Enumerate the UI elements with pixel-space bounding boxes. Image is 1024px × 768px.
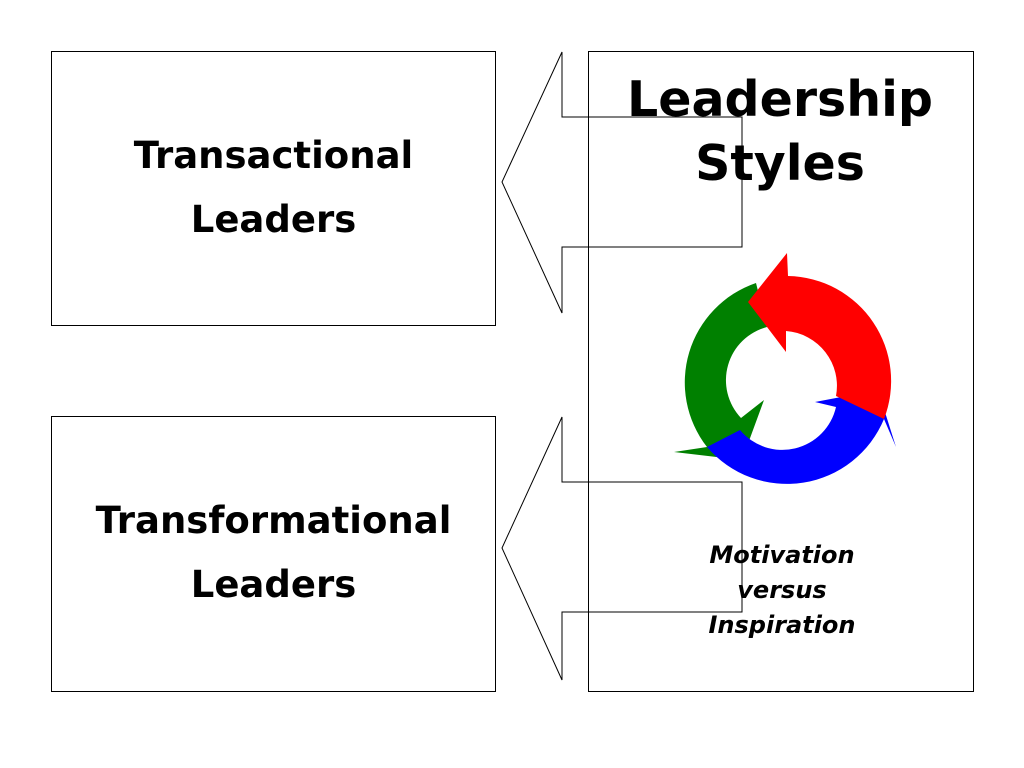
caption-line-3: Inspiration [708,611,856,639]
blue-cycle-arrow-icon [707,390,896,484]
caption-line-1: Motivation [709,541,855,569]
motivation-inspiration-caption: Motivation versus Inspiration [660,538,904,643]
leadership-styles-title: Leadership Styles [600,68,960,196]
box-label-line-2: Leaders [190,198,357,241]
box-label-line-2: Leaders [190,563,357,606]
transactional-leaders-box: Transactional Leaders [51,51,496,326]
transformational-leaders-box: Transformational Leaders [51,416,496,692]
transactional-leaders-label: Transactional Leaders [52,124,495,252]
green-cycle-arrow-icon [674,283,767,460]
box-label-line-1: Transactional [133,134,414,177]
title-line-2: Styles [695,135,865,192]
leadership-styles-box [588,51,974,692]
cycle-arrows-icon [674,253,896,484]
title-line-1: Leadership [627,71,933,128]
transformational-leaders-label: Transformational Leaders [52,489,495,617]
caption-line-2: versus [737,576,827,604]
box-label-line-1: Transformational [95,499,452,542]
arrow-to-transactional-icon [501,51,743,314]
arrow-to-transformational-icon [501,416,743,681]
red-cycle-arrow-icon [748,253,892,419]
